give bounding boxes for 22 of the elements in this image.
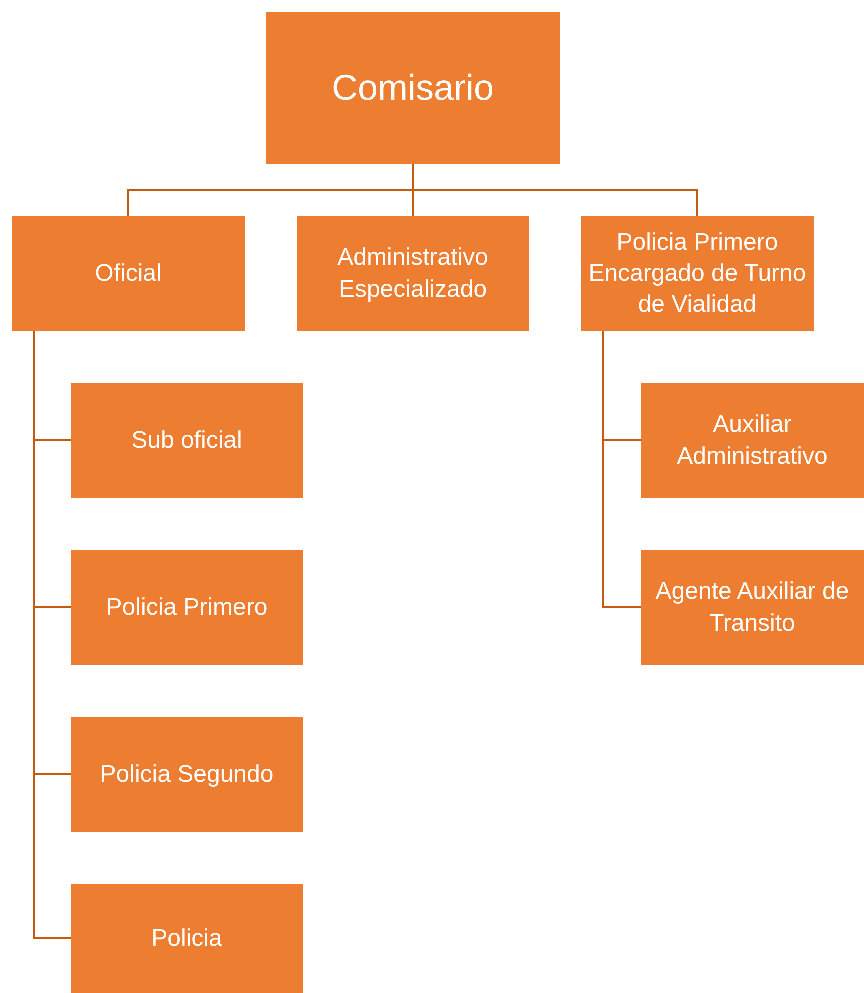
position-box xyxy=(71,383,303,498)
position-title: Policia Primero xyxy=(106,592,268,623)
position-box xyxy=(641,383,864,498)
position-box xyxy=(581,216,814,331)
position-box xyxy=(71,550,303,665)
position-box xyxy=(297,216,529,331)
position-box xyxy=(641,550,864,665)
position-title: Policia Primero Encargado de Turno de Vialidad xyxy=(588,228,808,320)
position-box xyxy=(12,216,245,331)
position-title: Policia xyxy=(152,924,222,954)
position-box xyxy=(71,884,303,993)
position-box xyxy=(71,717,303,832)
position-box xyxy=(266,12,560,164)
position-title: Oficial xyxy=(95,258,162,289)
position-title: Policia Segundo xyxy=(100,760,274,790)
position-title: Agente Auxiliar de Transito xyxy=(654,577,850,638)
position-title: Administrativo Especializado xyxy=(336,243,490,304)
position-title: Sub oficial xyxy=(132,426,242,456)
position-title: Comisario xyxy=(332,66,494,110)
connector-line xyxy=(602,331,641,608)
position-title: Auxiliar Administrativo xyxy=(676,410,829,472)
connector-line xyxy=(412,164,698,216)
